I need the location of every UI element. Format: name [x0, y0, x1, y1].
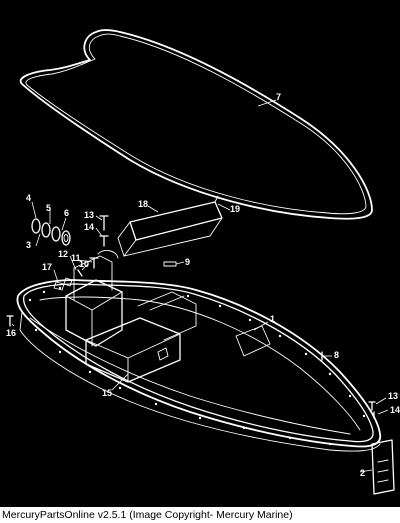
- hardware-parts: [6, 215, 376, 419]
- callout-7: 7: [276, 92, 281, 102]
- bow-plate-part-2: [371, 439, 395, 495]
- callout-labels: 1 2 3 4 5 6 7 8 9 10 11 12 13 13 14 14 1…: [6, 92, 400, 478]
- callout-8: 8: [334, 350, 339, 360]
- callout-19: 19: [230, 204, 240, 214]
- callout-5: 5: [46, 203, 51, 213]
- callout-9: 9: [185, 257, 190, 267]
- callout-6: 6: [64, 208, 69, 218]
- fitting-stack-parts-3-6: [31, 218, 71, 246]
- callout-14-lower: 14: [390, 405, 400, 415]
- leader-lines: [11, 99, 389, 473]
- image-caption: MercuryPartsOnline v2.5.1 (Image Copyrig…: [0, 507, 400, 523]
- callout-15: 15: [102, 388, 112, 398]
- rivet-holes: [28, 286, 366, 446]
- callout-13-lower: 13: [388, 391, 398, 401]
- callout-3: 3: [26, 240, 31, 250]
- callout-2: 2: [360, 468, 365, 478]
- callout-11: 11: [71, 253, 81, 263]
- exploded-view-drawing: 1 2 3 4 5 6 7 8 9 10 11 12 13 13 14 14 1…: [6, 29, 400, 495]
- parts-diagram: 1 2 3 4 5 6 7 8 9 10 11 12 13 13 14 14 1…: [6, 29, 400, 495]
- callout-13-upper: 13: [84, 210, 94, 220]
- callout-18: 18: [138, 199, 148, 209]
- cover-part-7: [19, 29, 373, 220]
- callout-10: 10: [79, 259, 89, 269]
- callout-4: 4: [26, 193, 31, 203]
- callout-12: 12: [58, 249, 68, 259]
- callout-16: 16: [6, 328, 16, 338]
- panel-part-18: [117, 195, 223, 257]
- deck-part-1: [16, 250, 382, 452]
- callout-17: 17: [42, 262, 52, 272]
- callout-14-upper: 14: [84, 222, 94, 232]
- callout-1: 1: [270, 314, 275, 324]
